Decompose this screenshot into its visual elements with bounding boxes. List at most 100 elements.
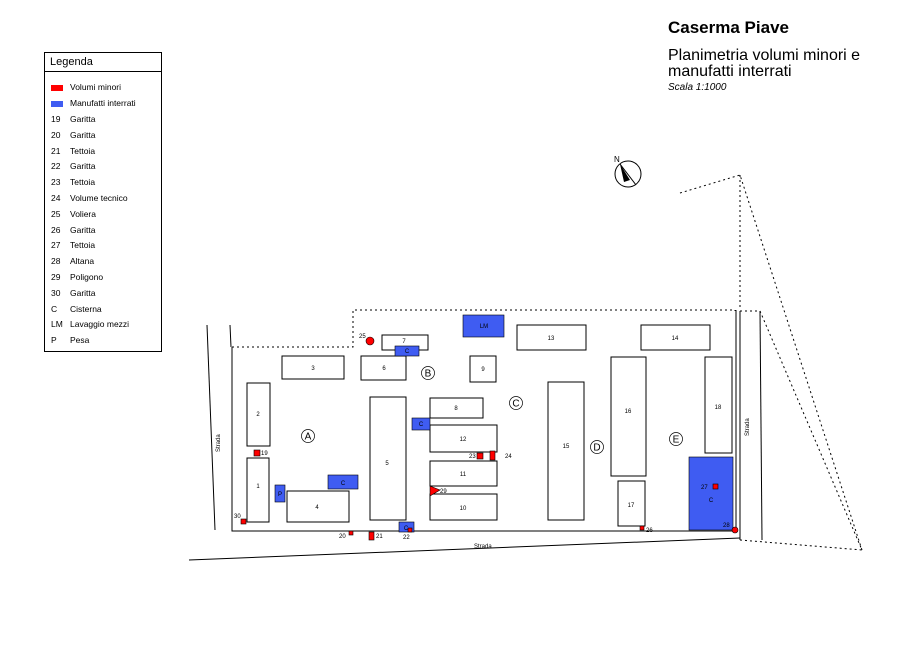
legend-item-label: Garitta: [70, 114, 96, 124]
legend-item-label: Garitta: [70, 161, 96, 172]
legend-item-label: Cisterna: [70, 303, 102, 314]
building-label-13: 13: [548, 336, 555, 342]
minor-label-20: 20: [339, 534, 346, 540]
legend-item-label: Tettoia: [70, 240, 96, 251]
building-11: [429, 460, 498, 487]
legend-item-code: 28: [51, 256, 61, 267]
underground-label: C: [419, 422, 424, 428]
legend-item-code: LM: [51, 319, 63, 330]
minor-label-28: 28: [723, 523, 730, 529]
legend-item-label: Voliera: [70, 208, 96, 219]
legend-swatch-label: Manufatti interrati: [70, 98, 136, 108]
minor-28: [731, 526, 739, 534]
underground-label: C: [405, 349, 410, 355]
building-label-18: 18: [715, 405, 722, 411]
building-13: [516, 324, 587, 351]
boundary-dotted-se: [739, 539, 863, 551]
building-label-4: 4: [315, 505, 319, 511]
minor-30: [240, 518, 247, 525]
zone-label-d: D: [593, 443, 600, 454]
blue-swatch-icon: [51, 100, 63, 107]
underground-label: C: [404, 526, 409, 532]
building-8: [429, 397, 484, 419]
building-label-10: 10: [460, 506, 467, 512]
building-label-16: 16: [625, 409, 632, 415]
underground-label: C: [709, 498, 714, 504]
underground-p: [274, 484, 286, 503]
building-label-17: 17: [628, 503, 635, 509]
minor-26: [639, 525, 645, 531]
legend-item: LM Lavaggio mezzi: [51, 318, 129, 330]
legend-title: Legenda: [45, 53, 161, 72]
building-label-7: 7: [402, 339, 406, 345]
building-12: [429, 424, 498, 453]
legend-item-label: Garitta: [70, 129, 96, 140]
legend-swatch-underground: Manufatti interrati: [51, 97, 136, 109]
legend-item-code: C: [51, 303, 58, 314]
legend-item-label: Poligono: [70, 272, 104, 282]
minor-label-24: 24: [505, 454, 512, 460]
street-south-edge: [188, 537, 741, 561]
building-label-6: 6: [382, 366, 386, 372]
building-4: [286, 490, 350, 523]
minor-25: [365, 336, 375, 346]
legend-item-code: 30: [51, 287, 61, 298]
map-scale: Scala 1:1000: [668, 82, 727, 93]
street-label-west: Strada: [216, 434, 222, 452]
underground-c-4: [398, 521, 415, 533]
building-label-8: 8: [454, 406, 458, 412]
underground-c-2: [411, 417, 431, 431]
legend-item-code: 27: [51, 240, 61, 251]
legend-item: 19 Garitta: [51, 113, 96, 125]
building-label-1: 1: [256, 484, 260, 490]
legend-swatch-label: Volumi minori: [70, 82, 122, 92]
zone-label-a: A: [305, 432, 312, 443]
minor-label-23: 23: [469, 454, 476, 460]
zone-marker-icon: [301, 429, 315, 443]
minor-21: [368, 531, 375, 541]
legend-box: Legenda Volumi minori Manufatti interrat…: [44, 52, 162, 352]
legend-item-code: P: [51, 335, 57, 346]
legend-item-label: Lavaggio mezzi: [70, 319, 130, 330]
map-title: Caserma Piave: [668, 18, 789, 37]
minor-19: [253, 449, 261, 457]
boundary-dotted-ne: [759, 310, 863, 551]
zone-label-b: B: [425, 369, 432, 380]
zone-marker-icon: [669, 432, 683, 446]
legend-item-code: 20: [51, 129, 61, 140]
legend-item-label: Volume tecnico: [70, 193, 128, 203]
legend-item-label: Altana: [70, 256, 95, 267]
zone-marker-icon: [421, 366, 435, 380]
zone-label-e: E: [673, 435, 680, 446]
building-10: [429, 493, 498, 521]
legend-item-code: 19: [51, 114, 61, 124]
minor-label-30: 30: [234, 514, 241, 520]
minor-20: [348, 530, 354, 536]
map-subtitle: Planimetria volumi minori e manufatti in…: [668, 47, 861, 80]
minor-label-29: 29: [440, 489, 447, 495]
minor-22: [407, 527, 413, 533]
building-17: [617, 480, 646, 527]
legend-item: 28 Altana: [51, 255, 94, 267]
minor-23: [476, 452, 484, 460]
street-label-east: Strada: [745, 418, 751, 436]
zone-marker-icon: [590, 440, 604, 454]
building-3: [281, 355, 345, 380]
legend-item-label: Tettoia: [70, 177, 96, 188]
building-2: [246, 382, 271, 447]
legend-item: 25 Voliera: [51, 208, 96, 220]
underground-label: C: [341, 481, 346, 487]
north-label: N: [614, 155, 620, 164]
red-swatch-icon: [51, 84, 63, 91]
legend-item-code: 25: [51, 208, 61, 219]
building-18: [704, 356, 733, 454]
building-1: [246, 457, 270, 523]
building-label-11: 11: [460, 472, 467, 478]
legend-item-code: 26: [51, 224, 61, 235]
